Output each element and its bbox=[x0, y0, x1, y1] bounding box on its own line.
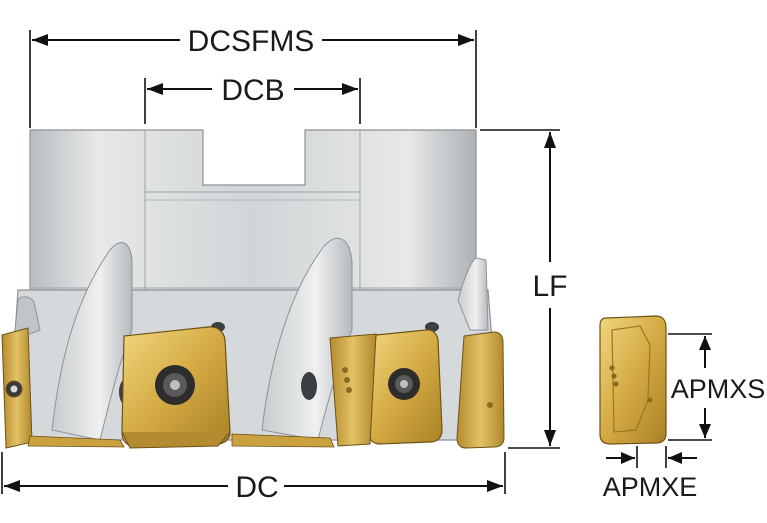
insert-left bbox=[1, 327, 33, 449]
extension-lines bbox=[1, 30, 712, 494]
label-lf: LF bbox=[532, 270, 567, 303]
label-apmxs: APMXS bbox=[671, 374, 766, 404]
dim-dcsfms: DCSFMS bbox=[32, 25, 474, 58]
label-apmxe: APMXE bbox=[603, 472, 698, 502]
chip-pockets bbox=[13, 237, 489, 441]
dim-apmxs: APMXS bbox=[671, 336, 766, 438]
insert-center-left bbox=[121, 326, 231, 449]
dim-dcb: DCB bbox=[147, 74, 358, 107]
dim-dc: DC bbox=[4, 471, 503, 504]
insert-detail bbox=[599, 315, 667, 445]
insert-center-right bbox=[329, 329, 443, 447]
label-dcsfms: DCSFMS bbox=[188, 25, 315, 58]
label-dcb: DCB bbox=[221, 74, 284, 107]
dim-apmxe: APMXE bbox=[603, 452, 698, 502]
dim-lf: LF bbox=[532, 132, 568, 446]
insert-bottom-strip bbox=[27, 433, 335, 448]
label-dc: DC bbox=[235, 471, 278, 504]
insert-right bbox=[456, 331, 505, 449]
